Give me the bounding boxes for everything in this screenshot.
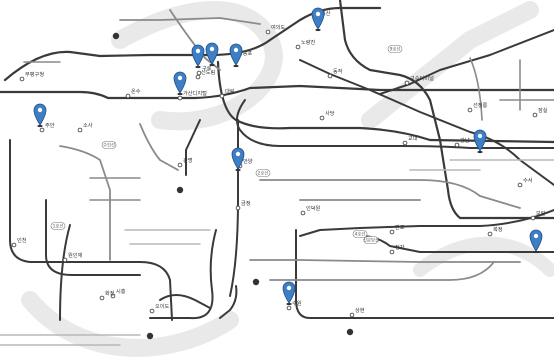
transfer-markers [112, 32, 354, 340]
station-label[interactable]: 영등포 [238, 49, 253, 57]
station-dot[interactable] [110, 293, 116, 299]
station-label[interactable]: 강남 [460, 136, 470, 144]
line-badge: 신분당선 [363, 236, 379, 244]
line-badge-label: 수인선 [103, 142, 115, 149]
line-badge: 4호선 [352, 230, 368, 238]
station-label[interactable]: 주안 [45, 122, 55, 129]
station-label[interactable]: 원인재 [68, 251, 83, 259]
station-label[interactable]: 수서 [523, 176, 533, 184]
station-label[interactable]: 사당 [325, 109, 335, 117]
station-dot[interactable] [77, 127, 83, 133]
station-label[interactable]: 광명 [183, 157, 193, 164]
station-label[interactable]: 안양 [243, 157, 253, 165]
line-badge-label: 4호선 [355, 231, 366, 238]
station-label[interactable]: 수원 [292, 299, 302, 307]
station-label[interactable]: 오이도 [155, 302, 170, 310]
station-dot[interactable] [195, 74, 201, 80]
location-pin-icon[interactable] [173, 71, 187, 96]
station-label[interactable]: 판교 [395, 223, 405, 231]
station-dot[interactable] [286, 305, 292, 311]
station-dot[interactable] [402, 140, 408, 146]
station-dot[interactable] [149, 308, 155, 314]
station-dot[interactable] [487, 231, 493, 237]
station-dot[interactable] [177, 162, 183, 168]
station-label[interactable]: 부평구청 [25, 71, 44, 78]
station-dot[interactable] [532, 112, 538, 118]
station-dot[interactable] [265, 29, 271, 35]
station-dot[interactable] [235, 205, 241, 211]
station-dot[interactable] [467, 107, 473, 113]
station-dot[interactable] [177, 95, 183, 101]
station-dot[interactable] [219, 93, 225, 99]
station-label[interactable]: 신도림 [201, 68, 216, 76]
station-dot[interactable] [62, 257, 68, 263]
location-pin-icon[interactable] [33, 103, 47, 128]
station-dot[interactable] [389, 249, 395, 255]
station-label[interactable]: 소사 [83, 121, 93, 129]
line-badge: 2호선 [255, 169, 271, 177]
location-pin-icon[interactable] [282, 281, 296, 306]
line-badge-label: 9호선 [390, 46, 401, 53]
station-dot[interactable] [319, 115, 325, 121]
station-label[interactable]: 교대 [408, 134, 418, 142]
station-dot[interactable] [517, 182, 523, 188]
station-dots [11, 15, 538, 318]
station-label[interactable]: 대림 [225, 87, 235, 95]
station-label[interactable]: 선정릉 [473, 101, 488, 109]
station-dot[interactable] [454, 142, 460, 148]
station-label[interactable]: 인덕원 [306, 204, 321, 212]
station-label[interactable]: 모란 [536, 210, 546, 217]
station-label[interactable]: 화정 [105, 290, 115, 297]
station-label[interactable]: 시흥 [116, 287, 126, 295]
station-label[interactable]: 복정 [493, 226, 503, 233]
location-pin-icon[interactable] [229, 43, 243, 68]
station-dot[interactable] [19, 76, 25, 82]
location-pin-icon[interactable] [311, 7, 325, 32]
line-badge: 9호선 [387, 45, 403, 53]
line-badge-label: 1호선 [53, 223, 64, 230]
station-label[interactable]: 여의도 [271, 23, 286, 31]
station-dot[interactable] [39, 127, 45, 133]
station-label[interactable]: 인천 [17, 237, 27, 244]
location-pin-icon[interactable] [529, 229, 543, 254]
location-pin-icon[interactable] [191, 44, 205, 69]
station-dot[interactable] [99, 295, 105, 301]
line-badge-label: 신분당선 [363, 237, 379, 244]
station-dot[interactable] [295, 44, 301, 50]
station-dot[interactable] [196, 70, 202, 76]
line-badge: 수인선 [101, 141, 117, 149]
station-label[interactable]: 동작 [333, 68, 343, 75]
station-label[interactable]: 금정 [241, 200, 251, 207]
station-dot[interactable] [125, 93, 131, 99]
line-badge: 1호선 [50, 222, 66, 230]
station-label[interactable]: 구로 [202, 65, 212, 72]
station-label[interactable]: 가산디지털 [183, 89, 207, 97]
station-label[interactable]: 노량진 [301, 39, 316, 46]
station-dot[interactable] [327, 73, 333, 79]
station-label[interactable]: 잠실 [538, 106, 548, 114]
station-label[interactable]: 상현 [355, 306, 365, 314]
location-pin-icon[interactable] [473, 129, 487, 154]
station-dot[interactable] [530, 215, 536, 221]
location-pins[interactable] [33, 7, 543, 306]
station-label[interactable]: 고속터미널 [410, 74, 434, 82]
station-dot[interactable] [300, 210, 306, 216]
station-dot[interactable] [404, 80, 410, 86]
location-pin-icon[interactable] [205, 42, 219, 67]
station-label[interactable]: 용산 [321, 9, 331, 17]
station-dot[interactable] [11, 242, 17, 248]
station-label[interactable]: 온수 [131, 88, 141, 95]
subway-lines [0, 0, 554, 346]
station-dot[interactable] [349, 312, 355, 318]
location-pin-icon[interactable] [231, 147, 245, 172]
station-dot[interactable] [389, 229, 395, 235]
line-badge-label: 2호선 [258, 170, 269, 177]
station-label[interactable]: 정자 [395, 243, 405, 251]
